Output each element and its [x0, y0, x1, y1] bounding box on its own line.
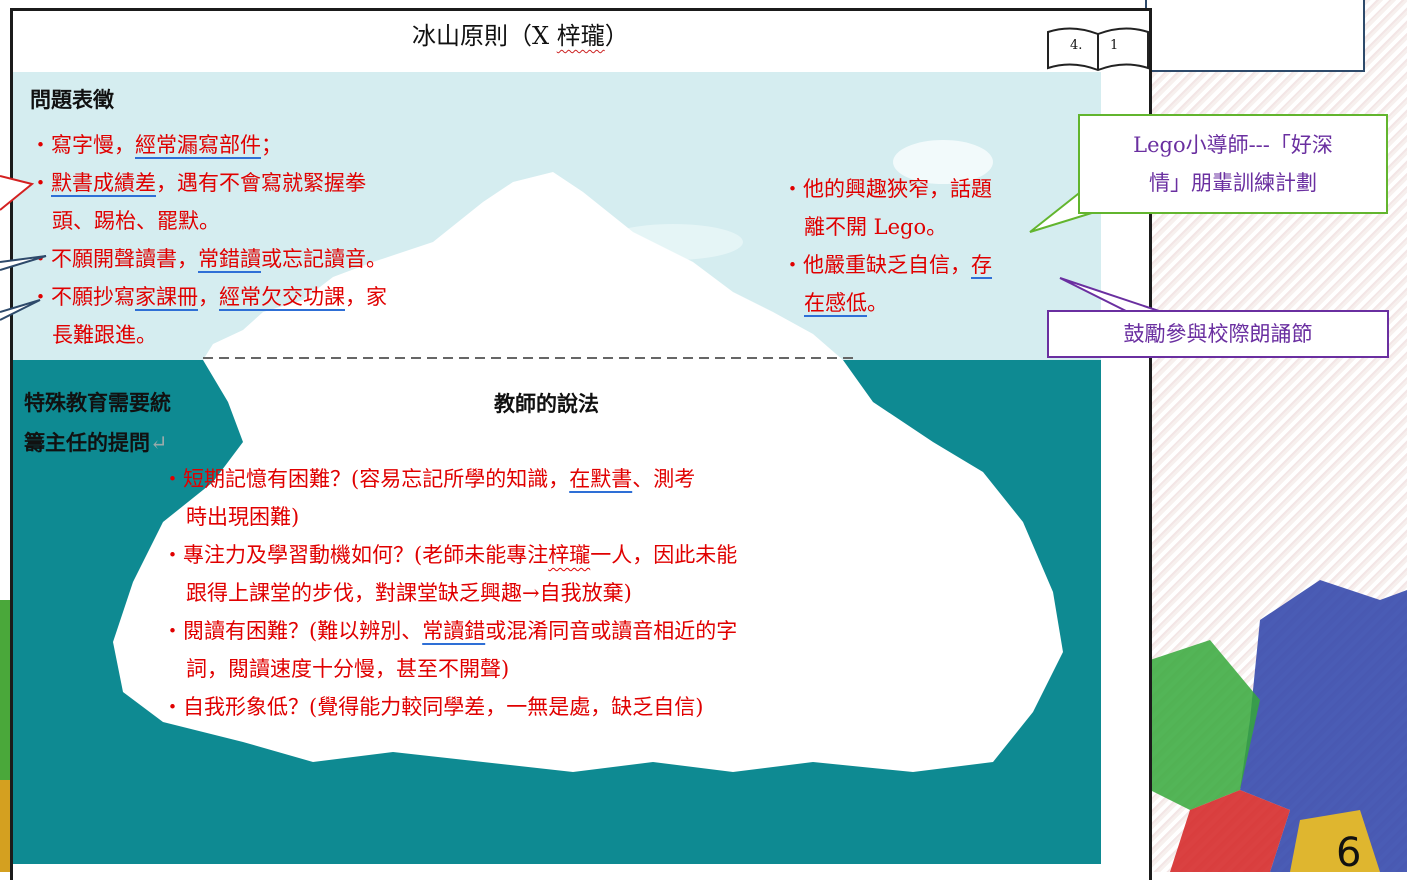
callout-line: 情」朋輩訓練計劃 [1149, 171, 1317, 195]
slide-title: 冰山原則（X 梓瓏） [412, 16, 629, 51]
problem-link[interactable]: 經常欠交功課 [219, 285, 345, 309]
title-prefix: 冰山原則（X [412, 22, 557, 50]
right-notes: ・他的興趣狹窄，話題 離不開 Lego。 ・他嚴重缺乏自信，存 在感低。 [782, 170, 1082, 322]
problem-item: ・不願抄寫家課冊，經常欠交功課，家 [30, 285, 387, 309]
problem-link[interactable]: 常錯讀 [198, 247, 261, 271]
book-label-right: 1 [1110, 38, 1119, 53]
title-suffix: ） [604, 22, 629, 50]
problems-list: ・寫字慢，經常漏寫部件； ・默書成績差，遇有不會寫就緊握拳 頭、踢枱、罷默。 ・… [30, 126, 590, 354]
book-icon: 4. 1 [1044, 22, 1152, 74]
note-item-continued: 在感低。 [804, 291, 888, 315]
problem-item-continued: 長難跟進。 [52, 323, 157, 347]
problem-item: ・不願開聲讀書，常錯讀或忘記讀音。 [30, 247, 387, 271]
title-student-name: 梓瓏 [556, 22, 605, 50]
sen-heading-line: 籌主任的提問 [24, 430, 150, 455]
question-item-continued: 時出現困難) [186, 505, 300, 529]
question-item: ・專注力及學習動機如何？(老師未能專注梓瓏一人，因此未能 [162, 543, 738, 567]
iceberg-shape [113, 172, 1063, 772]
sen-heading-line: 特殊教育需要統 [24, 390, 171, 415]
note-link[interactable]: 在感低 [804, 291, 867, 315]
note-item: ・他嚴重缺乏自信，存 [782, 253, 992, 277]
problem-item: ・默書成績差，遇有不會寫就緊握拳 [30, 171, 366, 195]
puzzle-decoration [1150, 580, 1407, 872]
question-item: ・閱讀有困難？(難以辨別、常讀錯或混淆同音或讀音相近的字 [162, 619, 738, 643]
question-item-continued: 詞，閱讀速度十分慢，甚至不開聲) [186, 657, 510, 681]
callout-line: Lego小導師---「好深 [1133, 133, 1333, 157]
teacher-questions: ・短期記憶有困難？(容易忘記所學的知識，在默書、測考 時出現困難) ・專注力及學… [162, 460, 982, 726]
note-item-continued: 離不開 Lego。 [804, 215, 948, 239]
problem-item-continued: 頭、踢枱、罷默。 [52, 209, 220, 233]
teacher-heading: 教師的說法 [494, 391, 599, 416]
note-item: ・他的興趣狹窄，話題 [782, 177, 992, 201]
question-item: ・自我形象低？(覺得能力較同學差，一無是處，缺乏自信) [162, 695, 704, 719]
question-link[interactable]: 在默書 [569, 467, 633, 491]
question-link[interactable]: 常讀錯 [422, 619, 486, 643]
problems-heading: 問題表徵 [30, 87, 114, 112]
book-label-left: 4. [1070, 38, 1083, 53]
lego-mentor-callout[interactable]: Lego小導師---「好深 情」朋輩訓練計劃 [1078, 114, 1388, 214]
problem-item: ・寫字慢，經常漏寫部件； [30, 133, 282, 157]
problem-link[interactable]: 默書成績差 [51, 171, 156, 195]
page-number: 6 [1336, 830, 1362, 876]
return-mark: ↵ [150, 431, 168, 455]
question-item: ・短期記憶有困難？(容易忘記所學的知識，在默書、測考 [162, 467, 696, 491]
question-item-continued: 跟得上課堂的步伐，對課堂缺乏興趣→自我放棄) [186, 581, 632, 605]
recital-callout[interactable]: 鼓勵參與校際朗誦節 [1047, 310, 1389, 358]
iceberg-illustration [13, 72, 1101, 864]
problem-link[interactable]: 經常漏寫部件 [135, 133, 261, 157]
note-link[interactable]: 存 [971, 253, 992, 277]
sen-coordinator-heading: 特殊教育需要統 籌主任的提問↵ [24, 383, 171, 463]
student-name: 梓瓏 [548, 543, 591, 567]
problem-link[interactable]: 家課冊 [135, 285, 198, 309]
